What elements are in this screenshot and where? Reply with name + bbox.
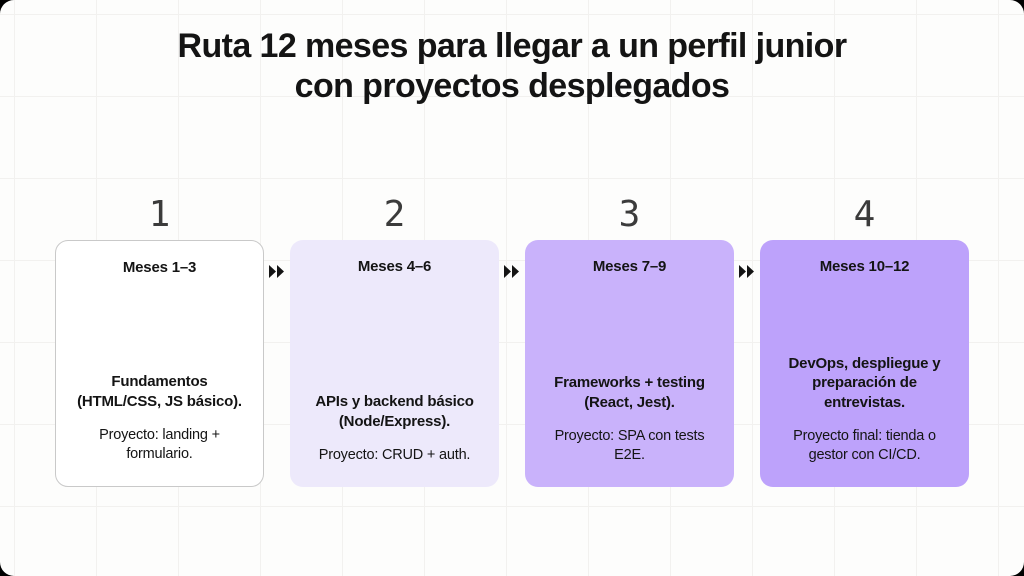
step-1[interactable]: 1 Meses 1–3 Fundamentos (HTML/CSS, JS bá… bbox=[55, 190, 264, 487]
step-card-heading-2: Meses 4–6 bbox=[357, 258, 432, 275]
step-card-body-2: APIs y backend básico (Node/Express). Pr… bbox=[304, 281, 485, 471]
connector-1-2 bbox=[264, 240, 290, 487]
page-title: Ruta 12 meses para llegar a un perfil ju… bbox=[177, 27, 848, 106]
step-card-main-1: Fundamentos (HTML/CSS, JS básico). bbox=[77, 373, 242, 411]
step-card-body-3: Frameworks + testing (React, Jest). Proy… bbox=[539, 281, 720, 471]
step-2[interactable]: 2 Meses 4–6 APIs y backend básico (Node/… bbox=[290, 190, 499, 487]
step-number-1: 1 bbox=[148, 194, 171, 235]
step-card-heading-1: Meses 1–3 bbox=[122, 259, 197, 276]
step-card-project-1: Proyecto: landing + formulario. bbox=[99, 427, 220, 463]
step-card-4[interactable]: Meses 10–12 DevOps, despliegue y prepara… bbox=[760, 240, 969, 487]
step-4[interactable]: 4 Meses 10–12 DevOps, despliegue y prepa… bbox=[760, 190, 969, 487]
step-card-1[interactable]: Meses 1–3 Fundamentos (HTML/CSS, JS bási… bbox=[55, 240, 264, 487]
step-card-main-2: APIs y backend básico (Node/Express). bbox=[315, 393, 474, 431]
step-card-heading-3: Meses 7–9 bbox=[592, 258, 667, 275]
step-card-main-3: Frameworks + testing (React, Jest). bbox=[554, 374, 705, 412]
step-number-2: 2 bbox=[383, 194, 406, 235]
connector-2-3 bbox=[499, 240, 525, 487]
step-card-body-1: Fundamentos (HTML/CSS, JS básico). Proye… bbox=[70, 282, 249, 470]
fast-forward-icon bbox=[269, 265, 285, 278]
step-3[interactable]: 3 Meses 7–9 Frameworks + testing (React,… bbox=[525, 190, 734, 487]
step-card-2[interactable]: Meses 4–6 APIs y backend básico (Node/Ex… bbox=[290, 240, 499, 487]
step-number-4: 4 bbox=[853, 194, 876, 235]
step-card-project-4: Proyecto final: tienda o gestor con CI/C… bbox=[793, 428, 936, 464]
step-card-3[interactable]: Meses 7–9 Frameworks + testing (React, J… bbox=[525, 240, 734, 487]
step-card-body-4: DevOps, despliegue y preparación de entr… bbox=[774, 281, 955, 471]
fast-forward-icon bbox=[504, 265, 520, 278]
step-card-heading-4: Meses 10–12 bbox=[819, 258, 910, 275]
roadmap-steps: 1 Meses 1–3 Fundamentos (HTML/CSS, JS bá… bbox=[0, 190, 1024, 520]
fast-forward-icon bbox=[739, 265, 755, 278]
step-card-project-2: Proyecto: CRUD + auth. bbox=[318, 447, 471, 464]
step-number-3: 3 bbox=[618, 194, 641, 235]
connector-3-4 bbox=[734, 240, 760, 487]
step-card-project-3: Proyecto: SPA con tests E2E. bbox=[554, 428, 705, 464]
step-card-main-4: DevOps, despliegue y preparación de entr… bbox=[788, 354, 941, 412]
